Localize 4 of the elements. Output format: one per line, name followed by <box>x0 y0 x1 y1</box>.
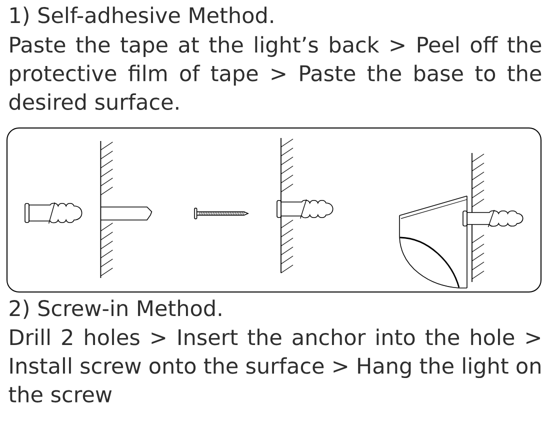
instruction-text: Paste the tape at the light’s back > Peel off the protective film of tape > Paste the base to the desired surface. <box>9 36 542 110</box>
section-heading: 1) Self-adhesive Method. <box>10 6 273 26</box>
instruction-text: Drill 2 holes > Insert the anchor into the hole > Install screw onto the surface > Hang the light on the screw <box>8 328 540 402</box>
section-heading: 2) Screw-in Method. <box>10 300 222 319</box>
